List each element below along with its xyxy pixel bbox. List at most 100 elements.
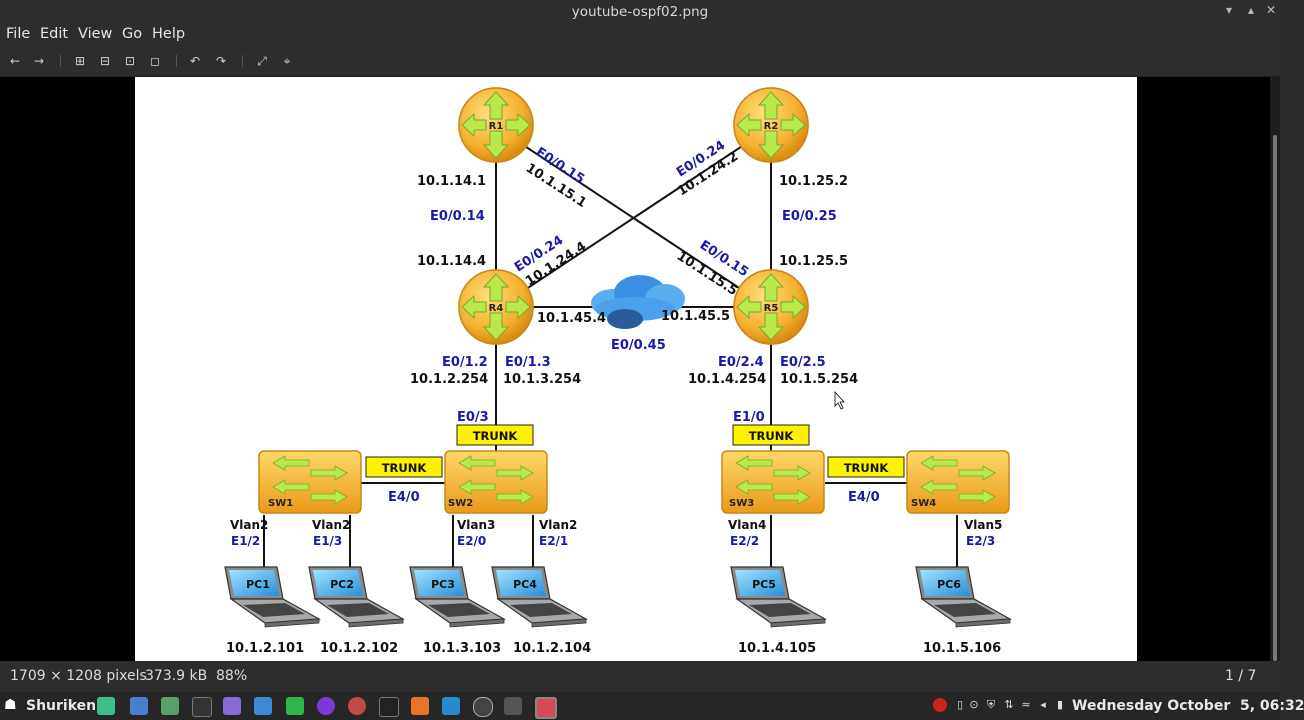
vlan-label: Vlan5 [964,518,1002,532]
vpn-icon[interactable] [411,697,429,715]
pc-pc4-label: PC4 [513,578,537,591]
vlan-label: Vlan3 [457,518,495,532]
avatar-app-icon[interactable] [348,697,366,715]
interface-label: E2/1 [539,534,568,548]
menu-file[interactable]: File [6,26,31,42]
show-desktop-icon[interactable] [97,697,115,715]
rotate-left-icon[interactable]: ↶ [189,54,201,68]
ip-label: 10.1.4.254 [688,372,766,387]
pc-ip-label: 10.1.2.101 [226,641,304,656]
shield-icon[interactable]: ⛨ [986,698,996,711]
vertical-scrollbar[interactable] [1270,77,1280,661]
interface-label: E1/3 [313,534,342,548]
ip-label: 10.1.45.5 [661,309,730,324]
pc-ip-label: 10.1.2.104 [513,641,591,656]
battery-icon[interactable]: ▮ [1056,698,1064,711]
router-r4-label: R4 [489,303,504,314]
clock[interactable]: Wednesday October 5, 06:32 [1072,698,1304,714]
interface-label: E2/0 [457,534,486,548]
trunk-box-r4 [456,424,534,446]
folder-icon[interactable] [254,697,272,715]
pc-pc6 [915,566,1011,628]
title-bar: youtube-ospf02.png ▾ ▴ ✕ [0,0,1280,24]
ip-label: 10.1.14.1 [417,174,486,189]
mouse-cursor-icon [834,390,845,410]
zoom-out-icon[interactable]: ⊟ [99,54,111,68]
start-menu-label[interactable]: Shuriken [26,698,97,714]
pc-pc1-label: PC1 [246,578,270,591]
pc-ip-label: 10.1.4.105 [738,641,816,656]
interface-label: E4/0 [388,490,420,505]
trunk-label-r4: TRUNK [473,429,519,443]
interface-label: E1/0 [733,410,765,425]
interface-label: E1/2 [231,534,260,548]
switch-sw2-label: SW2 [448,498,473,509]
pc-pc2 [308,566,404,628]
network-diagram-image: R1 R2 R4 R5 TRUNK TRUNK TRUNK TRUNK SW1 … [135,77,1137,661]
zoom-level: 88% [216,668,248,684]
slideshow-icon[interactable]: ⌖ [283,54,291,68]
console-icon[interactable] [379,697,399,717]
spreadsheet-icon[interactable] [286,697,304,715]
package-icon[interactable] [504,697,522,715]
network-icon[interactable]: ⇅ [1004,698,1014,711]
interface-label: E2/2 [730,534,759,548]
cloud-icon [591,275,685,329]
update-icon[interactable]: ⊙ [969,698,979,711]
menu-bar: File Edit View Go Help [0,24,1280,48]
screenshot-icon[interactable] [130,697,148,715]
browser-icon[interactable] [473,697,493,717]
back-arrow-icon[interactable]: ← [9,54,21,68]
router-r2-label: R2 [764,121,779,132]
file-size: 373.9 kB [145,668,208,684]
menu-view[interactable]: View [78,26,113,42]
wifi-icon[interactable]: ≈ [1021,698,1031,711]
menu-go[interactable]: Go [122,26,143,42]
media-player-icon[interactable] [317,697,335,715]
image-viewer-icon[interactable] [535,697,557,719]
pc-pc5 [730,566,826,628]
trunk-box-sw1-sw2 [365,456,443,478]
terminal-icon[interactable] [192,697,212,717]
files-icon[interactable] [161,697,179,715]
toolbar-separator [242,55,243,67]
switch-sw3-label: SW3 [729,498,754,509]
minimize-icon[interactable]: ▾ [1225,3,1233,17]
forward-arrow-icon[interactable]: → [33,54,45,68]
pc-ip-label: 10.1.5.106 [923,641,1001,656]
vlan-label: Vlan4 [728,518,766,532]
zoom-in-icon[interactable]: ⊞ [74,54,86,68]
vlan-label: Vlan2 [539,518,577,532]
ip-label: 10.1.3.254 [503,372,581,387]
alert-icon[interactable] [933,698,947,712]
interface-label: E0/0.25 [782,209,837,224]
taskbar: ☗ Shuriken ▯ ⊙ ⛨ ⇅ ≈ ◂ ▮ Wednesday Octob… [0,692,1304,720]
zoom-original-icon[interactable]: ◻ [150,54,160,68]
switch-sw1-label: SW1 [268,498,293,509]
fullscreen-icon[interactable]: ⤢ [257,54,267,68]
rotate-right-icon[interactable]: ↷ [215,54,227,68]
trunk-label-r5: TRUNK [749,429,795,443]
maximize-icon[interactable]: ▴ [1247,3,1255,17]
pc-pc5-label: PC5 [752,578,776,591]
monitor-icon[interactable] [442,697,460,715]
text-editor-icon[interactable] [223,697,241,715]
toolbar: ← → ⊞ ⊟ ⊡ ◻ ↶ ↷ ⤢ ⌖ [0,48,1280,77]
page-indicator: 1 / 7 [1225,668,1257,684]
interface-label: E4/0 [848,490,880,505]
zoom-fit-icon[interactable]: ⊡ [124,54,136,68]
vlan-label: Vlan2 [312,518,350,532]
pc-pc6-label: PC6 [937,578,961,591]
pc-pc3 [409,566,505,628]
device-icon[interactable]: ▯ [956,698,964,711]
image-dimensions: 1709 × 1208 pixels [10,668,147,684]
close-icon[interactable]: ✕ [1265,3,1277,17]
menu-edit[interactable]: Edit [40,26,69,42]
menu-help[interactable]: Help [152,26,186,42]
start-menu-icon[interactable]: ☗ [4,697,17,713]
toolbar-separator [176,55,177,67]
interface-label: E0/0.45 [611,338,666,353]
scrollbar-thumb[interactable] [1273,135,1277,661]
pc-pc3-label: PC3 [431,578,455,591]
volume-icon[interactable]: ◂ [1040,698,1046,711]
